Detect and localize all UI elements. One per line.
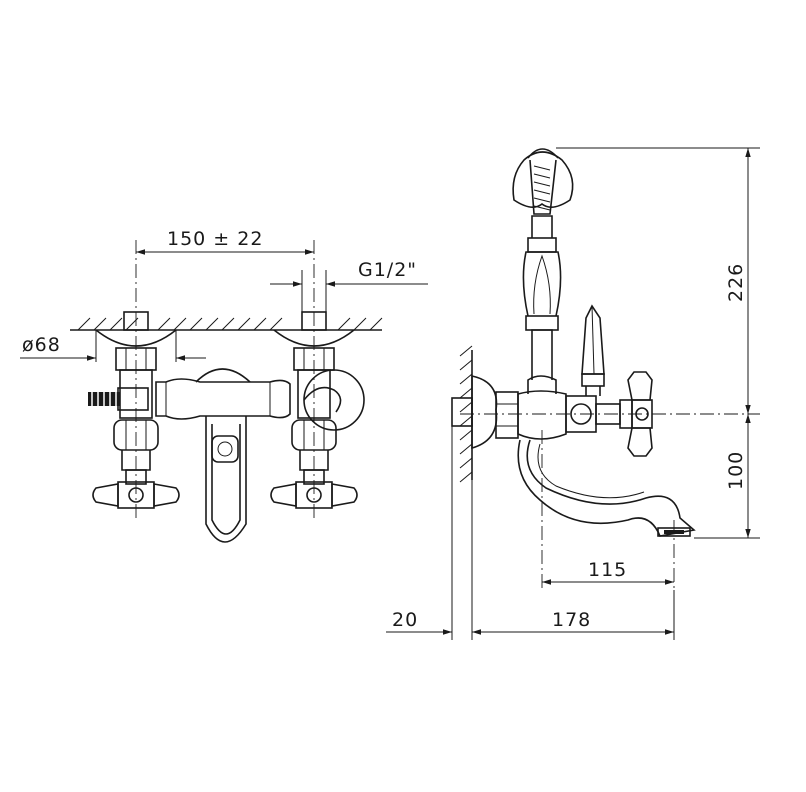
hose-coil bbox=[88, 387, 149, 411]
side-lever bbox=[581, 304, 605, 396]
dim-center-distance-label: 150 ± 22 bbox=[167, 228, 263, 250]
front-wall-hatch bbox=[70, 317, 383, 331]
side-spout bbox=[517, 439, 696, 537]
shower-riser bbox=[512, 148, 574, 394]
left-inlet bbox=[95, 311, 177, 485]
left-cross-handle bbox=[92, 481, 180, 509]
dim-wall-offset: 20 bbox=[386, 609, 500, 635]
dim-escutcheon: ø68 bbox=[20, 330, 206, 362]
side-view: 226 100 115 178 20 bbox=[386, 147, 760, 640]
dim-height-lower: 100 bbox=[694, 414, 760, 539]
dim-total-depth: 178 bbox=[451, 426, 675, 640]
dim-wall-offset-label: 20 bbox=[392, 609, 418, 631]
dim-center-distance: 150 ± 22 bbox=[136, 228, 314, 255]
side-escutcheon bbox=[451, 375, 519, 450]
dim-height-lower-label: 100 bbox=[725, 451, 747, 490]
dim-escutcheon-label: ø68 bbox=[22, 334, 61, 356]
dim-height-upper-label: 226 bbox=[725, 263, 747, 302]
right-cross-handle bbox=[270, 481, 358, 509]
right-inlet bbox=[273, 311, 355, 485]
mixer-body bbox=[155, 368, 365, 431]
spout-front bbox=[205, 416, 247, 543]
dim-spout-reach-label: 115 bbox=[588, 559, 627, 581]
dim-total-depth-label: 178 bbox=[552, 609, 591, 631]
dim-thread-label: G1/2" bbox=[358, 259, 417, 281]
side-body bbox=[517, 390, 621, 440]
dim-spout-reach: 115 bbox=[542, 559, 674, 585]
front-view: 150 ± 22 G1/2" ø68 bbox=[20, 228, 428, 543]
dim-height-upper: 226 bbox=[556, 147, 760, 414]
